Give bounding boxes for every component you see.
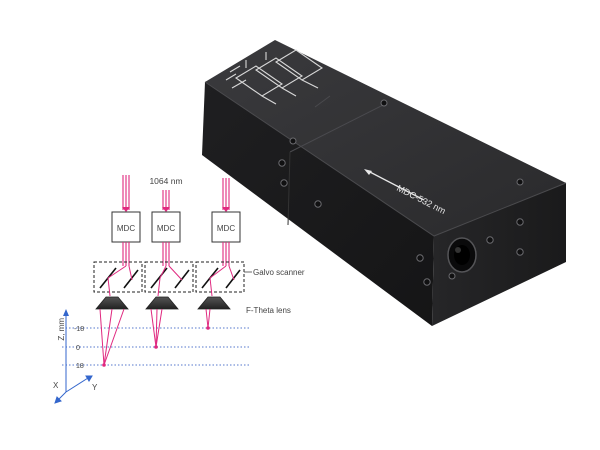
f-theta-lenses bbox=[95, 296, 231, 310]
lens-label: F-Theta lens bbox=[246, 306, 291, 315]
galvo-internal-beams bbox=[107, 265, 235, 297]
galvo-label: Galvo scanner bbox=[253, 268, 305, 277]
device-top-face bbox=[205, 40, 566, 236]
mdc-module-3: MDC bbox=[211, 211, 241, 243]
mdc-device: MDC-532 nm bbox=[202, 40, 567, 326]
galvo-box-2 bbox=[144, 261, 194, 293]
galvo-box-1 bbox=[93, 261, 143, 293]
mdc-module-2: MDC bbox=[151, 211, 181, 243]
galvo-box-3 bbox=[195, 261, 245, 293]
z-tick-0: 0 bbox=[76, 345, 80, 352]
galvo-scanners bbox=[93, 261, 245, 293]
y-axis-arrow bbox=[85, 375, 93, 382]
xy-axes bbox=[54, 375, 93, 404]
mdc-label-1: MDC bbox=[117, 224, 135, 233]
focus-points bbox=[102, 326, 210, 367]
device-edge-highlight bbox=[204, 81, 567, 237]
lens-2 bbox=[145, 296, 179, 310]
direction-arrow-head bbox=[364, 169, 372, 175]
y-axis-label: Y bbox=[92, 383, 98, 392]
input-beams bbox=[122, 175, 230, 210]
output-aperture bbox=[447, 237, 477, 273]
input-arrowheads bbox=[122, 207, 230, 212]
optical-diagram: 1064 nm MDC MDC MDC bbox=[53, 175, 305, 404]
z-tick-18: 18 bbox=[76, 363, 84, 370]
heatsink-pattern bbox=[225, 49, 324, 105]
z-axis-arrow bbox=[63, 309, 69, 316]
z-tick-minus-18: -18 bbox=[74, 326, 84, 333]
top-seam-2 bbox=[289, 103, 386, 153]
mdc-label-2: MDC bbox=[157, 224, 175, 233]
mdc-module-1: MDC bbox=[111, 211, 141, 243]
lens-3 bbox=[197, 296, 231, 310]
x-axis-label: X bbox=[53, 381, 59, 390]
device-end-face bbox=[432, 183, 566, 326]
direction-arrow-line bbox=[367, 170, 425, 201]
z-axis: Z, mm -18 0 18 bbox=[57, 309, 84, 392]
lens-1 bbox=[95, 296, 129, 310]
mdc-label-3: MDC bbox=[217, 224, 235, 233]
z-axis-label: Z, mm bbox=[57, 318, 66, 341]
output-beams bbox=[99, 308, 211, 366]
top-seam-1 bbox=[314, 95, 331, 108]
wavelength-label: 1064 nm bbox=[149, 176, 182, 186]
y-axis-line bbox=[65, 377, 89, 393]
front-seam bbox=[287, 151, 291, 226]
x-axis-arrow bbox=[54, 396, 62, 404]
device-screws bbox=[278, 99, 524, 286]
